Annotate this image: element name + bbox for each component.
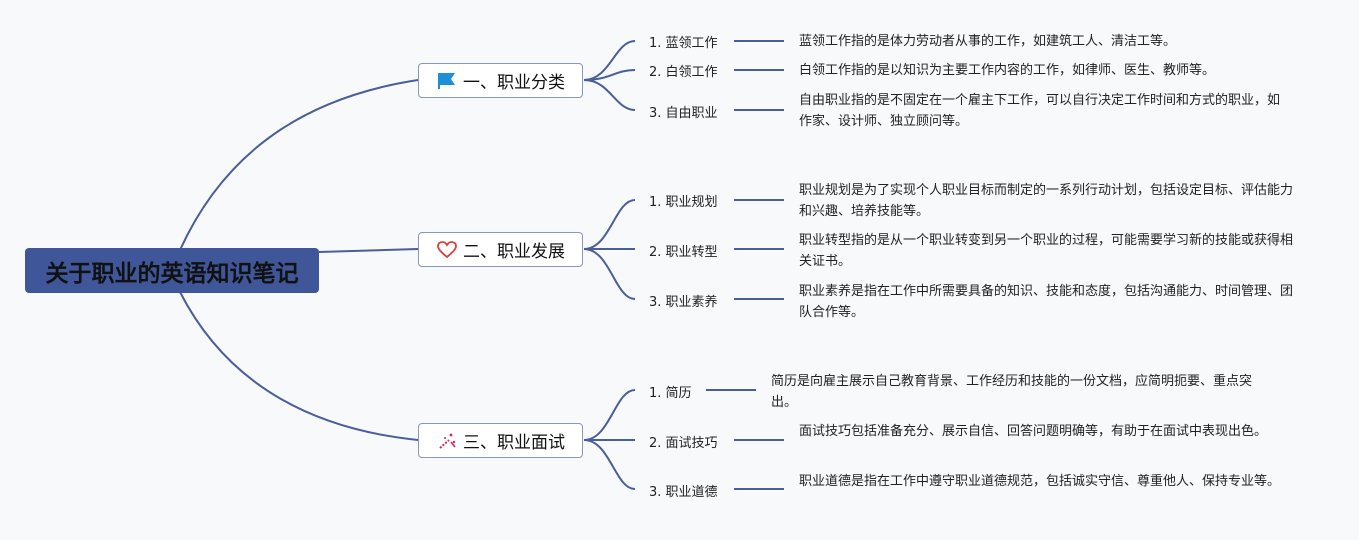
branch-topic-label: 三、职业面试 [463, 433, 565, 453]
root-topic-title: 关于职业的英语知识笔记 [45, 260, 299, 287]
connector-root-branch-2 [318, 248, 419, 253]
subtopic-professional-ethics[interactable]: 3. 职业道德 [649, 485, 718, 500]
connector-b3-s1 [583, 389, 636, 441]
flag-icon [436, 71, 458, 91]
branch-topic-label: 一、职业分类 [463, 73, 565, 93]
sparkle-icon [436, 431, 458, 451]
subtopic-white-collar[interactable]: 2. 白领工作 [649, 65, 718, 80]
heart-icon [436, 240, 458, 260]
subtopic-professional-quality[interactable]: 3. 职业素养 [649, 295, 718, 310]
desc-resume[interactable]: 简历是向雇主展示自己教育背景、工作经历和技能的一份文档，应简明扼要、重点突出。 [771, 374, 1253, 410]
desc-professional-ethics[interactable]: 职业道德是指在工作中遵守职业道德规范，包括诚实守信、尊重他人、保持专业等。 [799, 474, 1281, 489]
subtopic-interview-skills[interactable]: 2. 面试技巧 [649, 436, 718, 451]
desc-blue-collar[interactable]: 蓝领工作指的是体力劳动者从事的工作，如建筑工人、清洁工等。 [799, 34, 1177, 49]
subtopic-freelance[interactable]: 3. 自由职业 [649, 106, 718, 121]
connector-b2-s1 [583, 199, 636, 250]
desc-white-collar[interactable]: 白领工作指的是以知识为主要工作内容的工作，如律师、医生、教师等。 [799, 63, 1216, 78]
desc-professional-quality[interactable]: 职业素养是指在工作中所需要具备的知识、技能和态度，包括沟通能力、时间管理、团队合… [799, 284, 1294, 320]
connector-root-branch-1 [179, 79, 419, 251]
branch-topic-career-interview[interactable]: 三、职业面试 [418, 423, 583, 458]
subtopic-career-planning[interactable]: 1. 职业规划 [649, 195, 718, 210]
connector-root-branch-3 [179, 291, 419, 441]
subtopic-blue-collar[interactable]: 1. 蓝领工作 [649, 36, 718, 51]
root-topic[interactable]: 关于职业的英语知识笔记 [25, 248, 319, 293]
branch-topic-career-development[interactable]: 二、职业发展 [418, 232, 583, 267]
desc-career-planning[interactable]: 职业规划是为了实现个人职业目标而制定的一系列行动计划，包括设定目标、评估能力和兴… [799, 183, 1294, 219]
subtopic-resume[interactable]: 1. 简历 [649, 386, 692, 401]
desc-interview-skills[interactable]: 面试技巧包括准备充分、展示自信、回答问题明确等，有助于在面试中表现出色。 [799, 424, 1268, 439]
connector-b1-s1 [583, 40, 636, 81]
connector-b3-s3 [583, 439, 636, 490]
branch-topic-career-classification[interactable]: 一、职业分类 [418, 63, 583, 98]
connector-b2-s3 [583, 248, 636, 300]
subtopic-career-transition[interactable]: 2. 职业转型 [649, 245, 718, 260]
connector-b1-s3 [583, 79, 636, 111]
desc-career-transition[interactable]: 职业转型指的是从一个职业转变到另一个职业的过程，可能需要学习新的技能或获得相关证… [799, 233, 1294, 269]
desc-freelance[interactable]: 自由职业指的是不固定在一个雇主下工作，可以自行决定工作时间和方式的职业，如作家、… [799, 93, 1281, 129]
branch-topic-label: 二、职业发展 [463, 242, 565, 262]
